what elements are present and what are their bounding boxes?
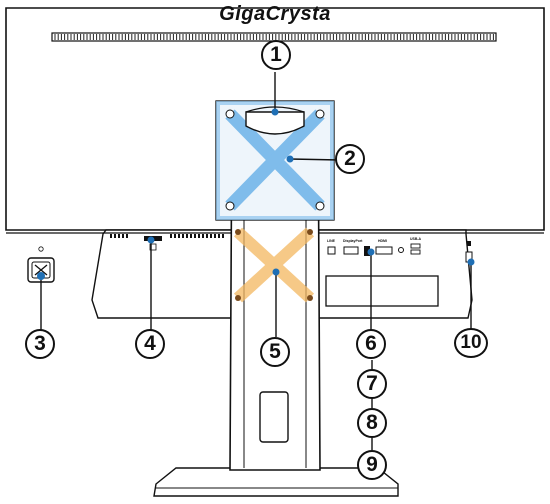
- callout-6: 6: [356, 329, 386, 359]
- brand-logo: GigaCrysta: [219, 3, 331, 25]
- stand-mount-screws: [235, 229, 313, 301]
- leader-dots: [37, 108, 475, 280]
- port-label-line: LINE: [327, 239, 336, 243]
- callout-9: 9: [357, 450, 387, 480]
- callout-7: 7: [357, 369, 387, 399]
- callout-8: 8: [357, 408, 387, 438]
- cable-management-hole: [259, 391, 289, 443]
- leader-2: [289, 158, 341, 161]
- power-inlet: [27, 246, 55, 283]
- port-panel: LINE DisplayPort HDMI USB-A: [325, 237, 439, 307]
- button-strip: [110, 234, 224, 238]
- stand-handle: [245, 111, 305, 135]
- vent-slots: [54, 34, 494, 40]
- callout-4: 4: [135, 329, 165, 359]
- callout-10: 10: [454, 328, 488, 358]
- callout-3: 3: [25, 329, 55, 359]
- callout-5: 5: [260, 337, 290, 367]
- stand-mount: [233, 227, 315, 303]
- stand-base: [153, 467, 399, 497]
- callout-2: 2: [335, 144, 365, 174]
- port-label-usb: USB-A: [410, 237, 422, 241]
- vesa-screws: [225, 109, 325, 211]
- vesa-mount: [225, 109, 325, 211]
- port-label-displayport: DisplayPort: [343, 239, 363, 243]
- port-label-hdmi: HDMI: [378, 239, 387, 243]
- callout-1: 1: [261, 40, 291, 70]
